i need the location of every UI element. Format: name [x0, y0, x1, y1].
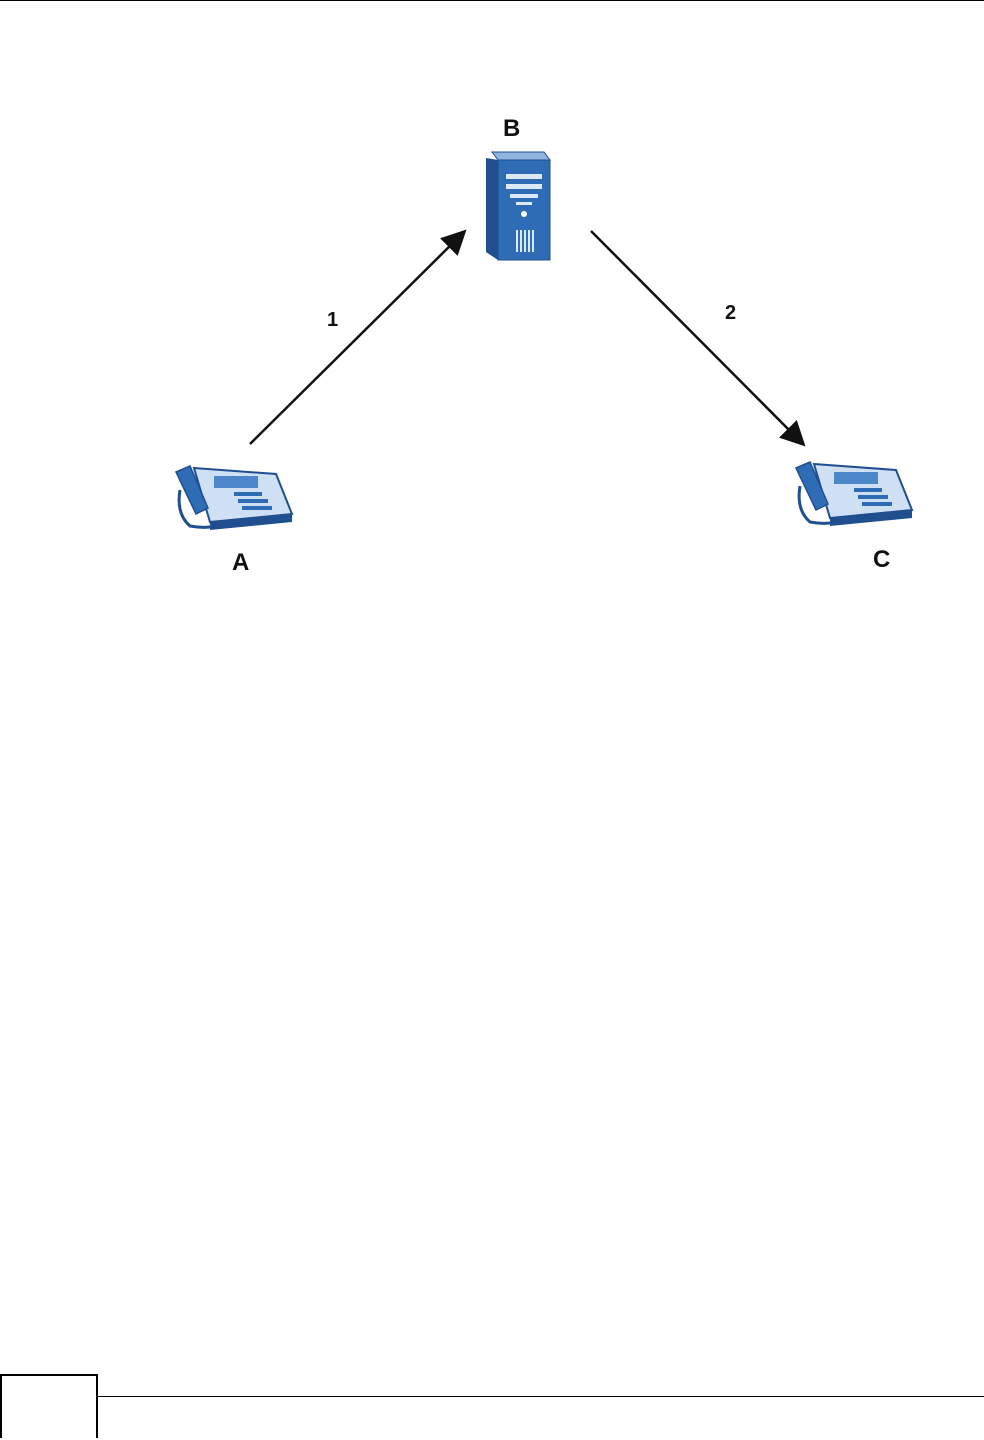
- phone-icon: [796, 462, 912, 526]
- node-label-c: C: [873, 548, 890, 572]
- edge-label-2: 2: [725, 303, 736, 323]
- call-flow-diagram: [0, 0, 984, 620]
- page-number-box: [0, 1374, 98, 1438]
- footer-rule: [98, 1396, 984, 1397]
- phone-icon: [176, 466, 292, 530]
- edge-a-to-b-arrow: [250, 233, 463, 444]
- node-label-a: A: [232, 551, 249, 575]
- edge-label-1: 1: [327, 310, 338, 330]
- server-icon: [486, 152, 550, 260]
- node-label-b: B: [503, 117, 520, 141]
- edge-b-to-c-arrow: [591, 231, 802, 443]
